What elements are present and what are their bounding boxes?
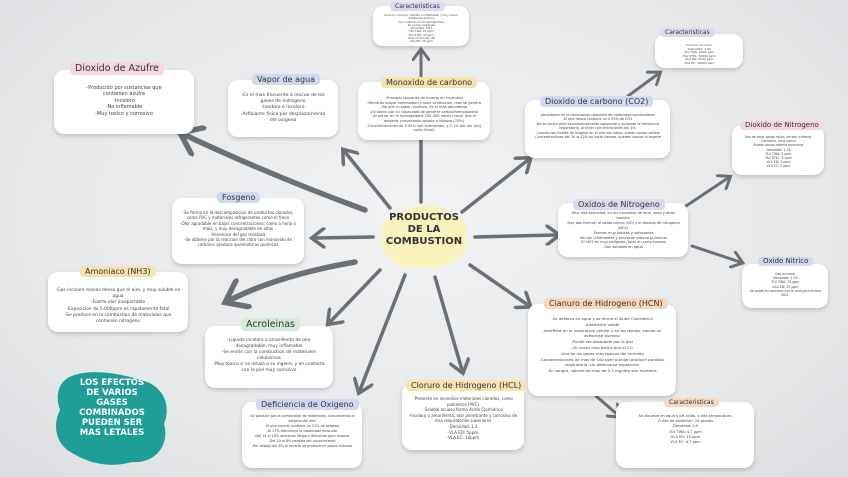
arrow-to-co2: [460, 160, 528, 214]
card-body: -Muy alta toxicidad, en los incendios de…: [566, 211, 680, 250]
arrow-to-azufre: [185, 135, 368, 213]
card-vapor-agua: -Es el mas frecuente a inocuo de los gas…: [228, 80, 338, 137]
card-body: -Abundante en la combustion completa de …: [534, 113, 661, 140]
center-blob: [381, 205, 467, 269]
arrow-to-fosgeno: [315, 237, 375, 238]
arrow-to-vapor: [345, 152, 392, 210]
card-body: -Es el mas frecuente a inocuo de los gas…: [240, 93, 326, 123]
arrow-co2-to-caract: [626, 74, 658, 98]
tag-fosgeno: Fosgeno: [217, 192, 261, 203]
card-caracteristicas-cianuro: Se disuelve en agua a pH acido, a alta t…: [616, 402, 754, 468]
arrow-to-deficiencia: [360, 273, 407, 390]
arrow-to-cloruro: [433, 275, 462, 370]
tag-dioxido-azufre: Dioxido de Azufre: [70, 62, 164, 75]
card-cianuro-hidrogeno: -Se destaca en agua y se forma el Acido …: [528, 304, 676, 396]
card-body: -Liquido incoloro o amarillento de olor …: [213, 338, 325, 373]
card-deficiencia-oxigeno: -Se produce por la combustion de materia…: [242, 402, 362, 468]
card-body: Inodoro, incoloro, insipido e inflamable…: [383, 13, 459, 44]
arrow-oxidos-to-dioxido: [678, 178, 728, 212]
tag-dioxido-carbono: Dioxido de carbono (CO2): [540, 96, 654, 107]
arrow-to-acroleinas: [330, 268, 382, 322]
card-dioxido-azufre: -Producido por sustancias que contienen …: [54, 70, 194, 134]
card-caracteristicas-co2: Inodoro, incoloro -Densidad: 1.52 -TLV T…: [655, 34, 743, 68]
card-body: -Gas incoloro menos denso que el aire, y…: [55, 288, 181, 325]
tag-acroleinas: Acroleinas: [241, 318, 300, 331]
card-cloruro-hidrogeno: -Presente en incendios materiales clorad…: [402, 384, 524, 450]
card-body: Gas incoloro -Densidad: 1.04 -TLV TWA: 2…: [748, 272, 822, 298]
card-body: -Se destaca en agua y se forma el Acido …: [539, 316, 665, 374]
effects-blob: [56, 372, 167, 465]
arrow-to-amoniaco: [230, 259, 358, 300]
arrow-cianuro-to-caract: [594, 394, 618, 415]
arrow-to-oxidos: [473, 235, 556, 237]
tag-dioxido-nitrogeno: Dioxido de Nitrogeno: [740, 121, 824, 130]
tag-caracteristicas-co2: Caracteristicas: [660, 28, 715, 37]
card-body: -Se produce por la combustion de materia…: [249, 414, 355, 448]
card-caracteristicas-monoxido: Inodoro, incoloro, insipido e inflamable…: [373, 6, 469, 46]
arrow-oxidos-to-oxido: [690, 244, 740, 262]
tag-caracteristicas-cianuro: Caracteristicas: [664, 398, 719, 407]
tag-deficiencia-oxigeno: Deficiencia de Oxigeno: [256, 399, 359, 410]
card-oxido-nitrico: Gas incoloro -Densidad: 1.04 -TLV TWA: 2…: [742, 264, 828, 308]
tag-oxido-nitrico: Oxido Nitrico: [758, 257, 814, 266]
card-body: Inodoro, incoloro -Densidad: 1.52 -TLV T…: [682, 43, 716, 65]
card-body: Se disuelve en agua a pH acido, a alta t…: [638, 414, 732, 445]
tag-monoxido-carbono: Monoxido de carbono: [381, 77, 478, 88]
card-amoniaco: -Gas incoloro menos denso que el aire, y…: [48, 272, 188, 332]
card-fosgeno: -Se forma en la descomposicion de produc…: [172, 198, 304, 264]
card-body: -Presente en incendios materiales clorad…: [408, 396, 518, 441]
tag-vapor-agua: Vapor de agua: [252, 74, 321, 85]
card-dioxido-carbono: -Abundante en la combustion completa de …: [525, 100, 670, 158]
card-oxidos-nitrogeno: -Muy alta toxicidad, en los incendios de…: [558, 203, 688, 257]
tag-cianuro-hidrogeno: Cianuro de Hidrogeno (HCN): [544, 298, 668, 309]
card-dioxido-nitrogeno: Gas de color pardo rojizo, de olor irrit…: [732, 125, 824, 175]
card-body: -Se forma en la descomposicion de produc…: [180, 210, 296, 248]
card-body: Gas de color pardo rojizo, de olor irrit…: [744, 135, 812, 169]
tag-amoniaco: Amoniaco (NH3): [80, 266, 156, 277]
tag-caracteristicas-monoxido: Caracteristicas: [390, 2, 445, 11]
tag-oxidos-nitrogeno: Oxidos de Nitrogeno: [573, 199, 665, 210]
tag-cloruro-hidrogeno: Cloruro de Hidrogeno (HCL): [406, 380, 527, 391]
card-body: -Producido por sustancias que contienen …: [86, 85, 162, 117]
card-monoxido-carbono: -Principal causante de muerte en incendi…: [358, 82, 490, 140]
arrow-to-cianuro: [468, 263, 528, 305]
card-acroleinas: -Liquido incoloro o amarillento de olor …: [205, 326, 333, 388]
card-body: -Principal causante de muerte en incendi…: [366, 96, 482, 133]
